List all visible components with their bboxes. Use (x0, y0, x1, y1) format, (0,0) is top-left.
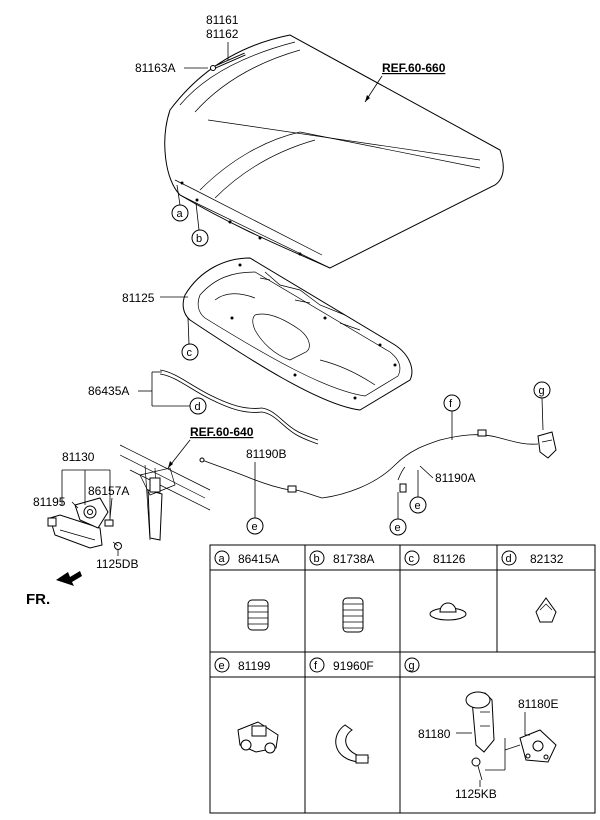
svg-text:d: d (195, 401, 201, 413)
label-81180e: 81180E (518, 697, 558, 711)
label-86157a: 86157A (88, 484, 129, 498)
svg-text:d: d (506, 553, 512, 565)
label-81130: 81130 (62, 450, 95, 464)
legend-part-82132: 82132 (530, 552, 564, 566)
svg-text:g: g (539, 385, 545, 397)
callout-e-cable-b (246, 517, 264, 535)
clip-82132-icon (535, 597, 557, 623)
label-1125kb: 1125KB (455, 787, 497, 801)
band-91960f-icon (335, 724, 370, 764)
legend-part-91960f: 91960F (333, 659, 374, 673)
legend-cell-f: f 91960F (309, 657, 374, 673)
svg-text:f: f (449, 398, 453, 410)
svg-text:g: g (409, 660, 415, 672)
svg-text:e: e (252, 521, 258, 533)
legend-cell-b: b 81738A (309, 550, 374, 566)
svg-text:e: e (395, 522, 401, 534)
callout-a-hood (171, 204, 189, 222)
label-81180: 81180 (418, 727, 451, 741)
latch-switch-86157a (104, 519, 114, 527)
legend-cell-c: c 81126 (404, 550, 466, 566)
ref-latch-label[interactable]: REF.60-640 (190, 425, 254, 439)
hood-weatherstrip (159, 369, 319, 445)
hood-support-rod (210, 42, 246, 71)
release-handle-81180-icon (465, 691, 495, 753)
svg-text:a: a (219, 553, 226, 565)
screw-1125kb-icon (471, 757, 483, 781)
svg-text:c: c (187, 347, 193, 359)
legend-part-86415a: 86415A (238, 552, 279, 566)
label-81162: 81162 (206, 27, 239, 41)
svg-text:e: e (219, 660, 225, 672)
parts-legend-grid (209, 544, 596, 814)
release-handle-81180 (537, 431, 557, 459)
label-81161: 81161 (206, 13, 239, 27)
release-cable-81190a (321, 429, 539, 499)
callout-e-cable-a1 (409, 496, 427, 514)
callout-c-insulator (181, 343, 199, 361)
svg-text:b: b (314, 553, 320, 565)
handle-bracket-81180e-icon (519, 729, 557, 763)
hood-insulator (182, 257, 413, 411)
hood-latch-area (119, 444, 211, 541)
legend-part-81199: 81199 (238, 659, 271, 673)
svg-text:b: b (196, 233, 202, 245)
legend-cell-e: e 81199 (214, 657, 271, 673)
label-81195: 81195 (33, 495, 66, 509)
hood-latch-81130 (47, 497, 109, 549)
svg-text:f: f (314, 660, 318, 672)
insulator-clips (230, 263, 397, 400)
legend-part-81126: 81126 (433, 552, 466, 566)
legend-cell-g: g (404, 657, 420, 673)
label-81163a: 81163A (135, 61, 175, 75)
front-label: FR. (26, 591, 50, 608)
legend-cell-a: a 86415A (214, 550, 279, 566)
label-1125db: 1125DB (96, 557, 138, 571)
hood-edge-clips (180, 181, 302, 256)
legend-part-81738a: 81738A (333, 552, 374, 566)
label-81190b: 81190B (246, 447, 286, 461)
hood-panel (164, 34, 504, 269)
svg-text:a: a (177, 208, 184, 220)
svg-text:c: c (409, 553, 415, 565)
grommet-86415a-icon (247, 599, 269, 631)
clip-81199-icon (237, 721, 279, 754)
svg-text:e: e (415, 500, 421, 512)
clip-81126-icon (429, 602, 467, 621)
latch-bolt-1125db (112, 541, 122, 550)
grommet-81738a-icon (342, 597, 364, 633)
callout-e-cable-a2 (389, 518, 407, 536)
release-cable-81190b (199, 457, 323, 499)
label-81190a: 81190A (435, 471, 475, 485)
front-arrow-icon (56, 571, 82, 586)
ref-hood-label[interactable]: REF.60-660 (382, 61, 446, 75)
callout-d-weatherstrip (189, 397, 207, 415)
label-86435a: 86435A (88, 384, 129, 398)
legend-cell-d: d 82132 (501, 550, 564, 566)
label-81125: 81125 (122, 291, 155, 305)
callout-b-hood (191, 229, 209, 247)
